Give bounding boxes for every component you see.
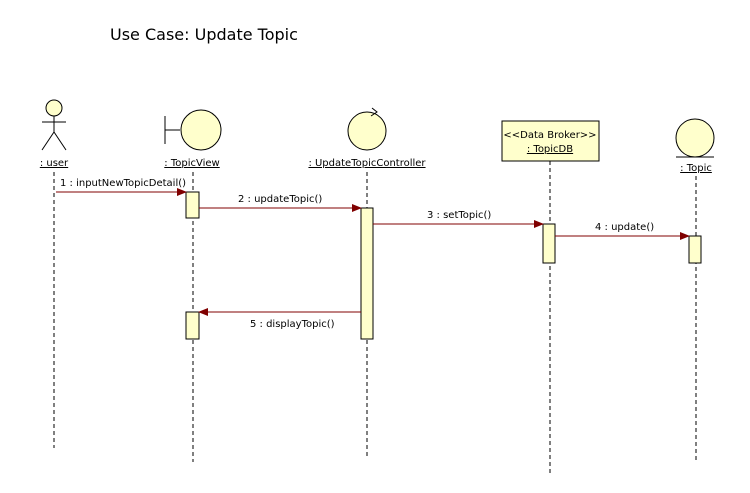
activation-bar	[185, 191, 200, 219]
message-label: 3 : setTopic()	[427, 210, 491, 221]
entity-icon	[675, 118, 715, 158]
lifeline-topic-view: : TopicView	[164, 109, 222, 462]
lifeline-topic-db: <<Data Broker>> : TopicDB	[501, 120, 600, 473]
message-3: 3 : setTopic()	[373, 210, 544, 228]
message-label: 4 : update()	[595, 222, 654, 233]
lifeline-controller-label: : UpdateTopicController	[308, 158, 426, 169]
diagram-title: Use Case: Update Topic	[110, 25, 298, 44]
activation-bar	[688, 235, 702, 264]
message-1: 1 : inputNewTopicDetail()	[56, 178, 187, 196]
message-label: 5 : displayTopic()	[250, 319, 335, 330]
lifeline-user-label: : user	[40, 158, 69, 169]
lifeline-controller: : UpdateTopicController	[308, 107, 426, 458]
lifeline-topic-label: : Topic	[680, 163, 712, 174]
control-icon	[347, 107, 387, 151]
lifeline-user: : user	[40, 99, 69, 448]
boundary-icon	[164, 109, 222, 151]
message-4: 4 : update()	[555, 222, 690, 240]
activation-bar	[542, 223, 556, 264]
actor-icon	[41, 99, 67, 151]
message-label: 2 : updateTopic()	[238, 194, 322, 205]
lifeline-topic: : Topic	[675, 118, 715, 462]
stereotype-label: <<Data Broker>>	[503, 130, 596, 141]
message-5: 5 : displayTopic()	[198, 308, 361, 330]
activation-bar	[185, 311, 200, 340]
lifeline-topic-db-label: : TopicDB	[527, 144, 573, 155]
activation-bar	[360, 207, 374, 340]
message-label: 1 : inputNewTopicDetail()	[60, 178, 186, 189]
lifeline-topic-view-label: : TopicView	[164, 158, 219, 169]
message-2: 2 : updateTopic()	[199, 194, 362, 212]
class-box	[501, 120, 600, 162]
